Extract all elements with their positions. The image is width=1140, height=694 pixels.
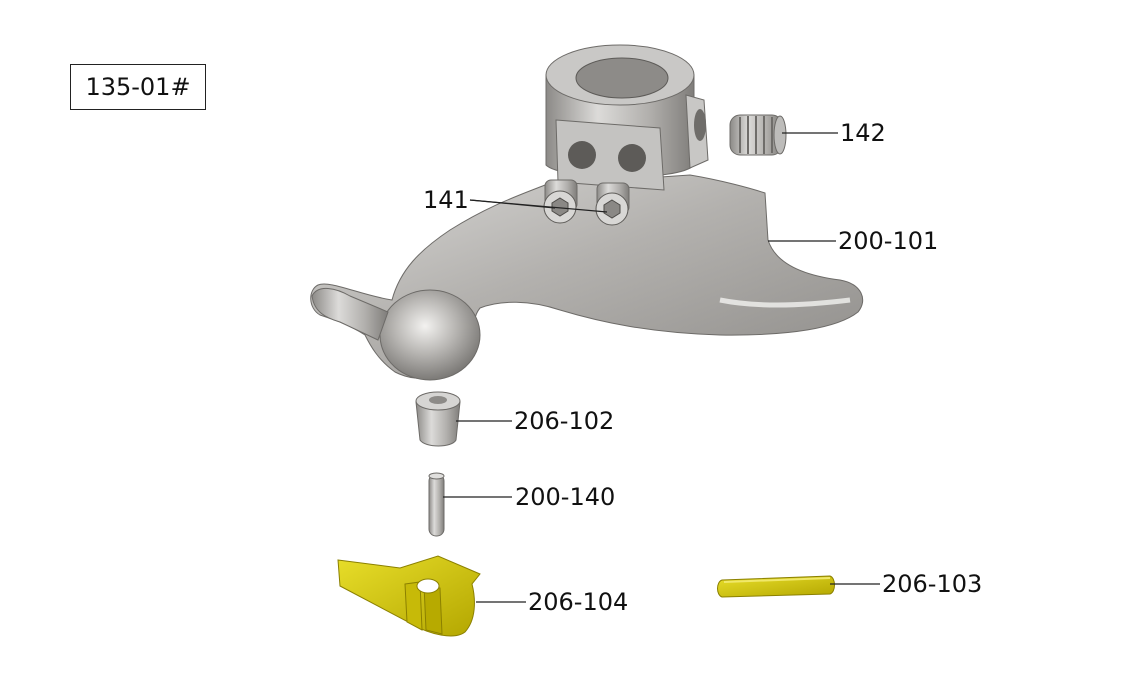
label-200-140: 200-140 xyxy=(515,483,616,511)
label-200-101: 200-101 xyxy=(838,227,939,255)
set-screw-141-a xyxy=(543,179,578,224)
drawing-number: 135-01# xyxy=(85,73,191,101)
label-141: 141 xyxy=(423,186,469,214)
drawing-number-box: 135-01# xyxy=(70,64,206,110)
label-206-104: 206-104 xyxy=(528,588,629,616)
label-142: 142 xyxy=(840,119,886,147)
label-206-103: 206-103 xyxy=(882,570,983,598)
leader-141-b xyxy=(469,199,608,213)
strip-206-103 xyxy=(717,575,835,598)
pin-200-140 xyxy=(428,472,445,537)
set-screw-142 xyxy=(729,114,787,156)
mount-head-body xyxy=(310,44,863,381)
roller-206-102 xyxy=(415,391,461,447)
label-206-102: 206-102 xyxy=(514,407,615,435)
insert-206-104 xyxy=(337,555,481,637)
set-screw-141-b xyxy=(595,182,630,226)
leader-lines xyxy=(443,132,880,603)
